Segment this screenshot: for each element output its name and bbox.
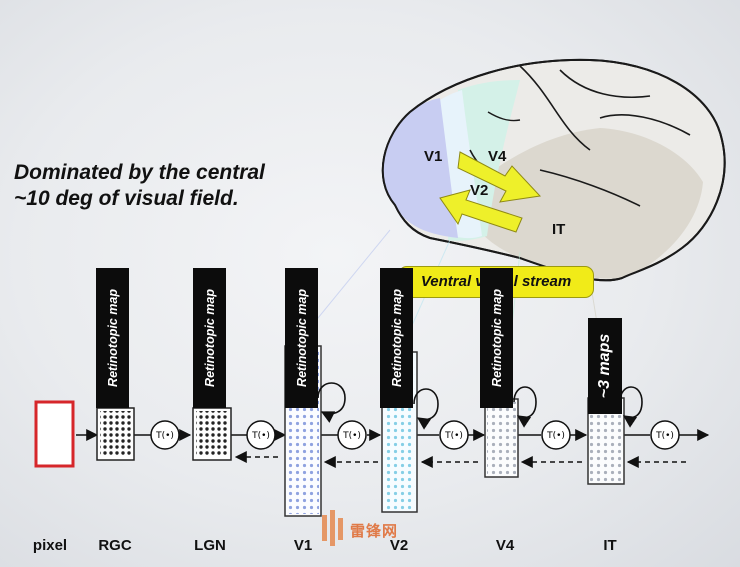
heading-line-1: Dominated by the central: [14, 161, 265, 184]
stage-label-lgn: LGN: [194, 537, 226, 554]
stage-label-pixel: pixel: [32, 537, 68, 554]
watermark-logo: [322, 510, 343, 546]
brain-label-it: IT: [552, 221, 566, 238]
v4-map-label: Retinotopic map: [480, 268, 513, 408]
transform-label: T(•): [655, 431, 674, 441]
v2-map-label: Retinotopic map: [380, 268, 413, 408]
rgc-map-label: Retinotopic map: [96, 268, 129, 408]
pixel-input: [34, 400, 75, 468]
v1-map-label: Retinotopic map: [285, 268, 318, 408]
transform-label: T(•): [546, 431, 565, 441]
watermark-text: 雷锋网: [350, 523, 399, 540]
recurrent-loops: [317, 382, 643, 430]
brain-illustration: [299, 58, 726, 391]
transform-label: T(•): [251, 431, 270, 441]
lgn-map-label: Retinotopic map: [193, 268, 226, 408]
stage-label-v2: V2: [389, 537, 409, 554]
stage-label-rgc: RGC: [98, 537, 132, 554]
stage-label-v4: V4: [495, 537, 515, 554]
brain-label-v4: V4: [488, 148, 507, 165]
brain-label-v1: V1: [424, 148, 443, 165]
transform-label: T(•): [342, 431, 361, 441]
brain-label-v2: V2: [470, 182, 489, 199]
it-map-label: ~3 maps: [588, 318, 622, 414]
stage-label-v1: V1: [293, 537, 313, 554]
flow-arrow-2: [439, 189, 523, 233]
transform-nodes: T(•) T(•) T(•) T(•) T(•) T(•): [150, 420, 680, 450]
heading-line-2: ~10 deg of visual field.: [14, 187, 239, 210]
flow-arrow-1: [457, 151, 542, 203]
heading: Dominated by the central ~10 deg of visu…: [14, 160, 265, 212]
region-v1: [382, 98, 458, 238]
brain-outline-stroke: [381, 58, 726, 282]
transform-label: T(•): [444, 431, 463, 441]
stage-label-it: IT: [603, 537, 617, 554]
region-it: [480, 128, 703, 279]
feedback-pathway: [234, 451, 686, 468]
transform-label: T(•): [155, 431, 174, 441]
